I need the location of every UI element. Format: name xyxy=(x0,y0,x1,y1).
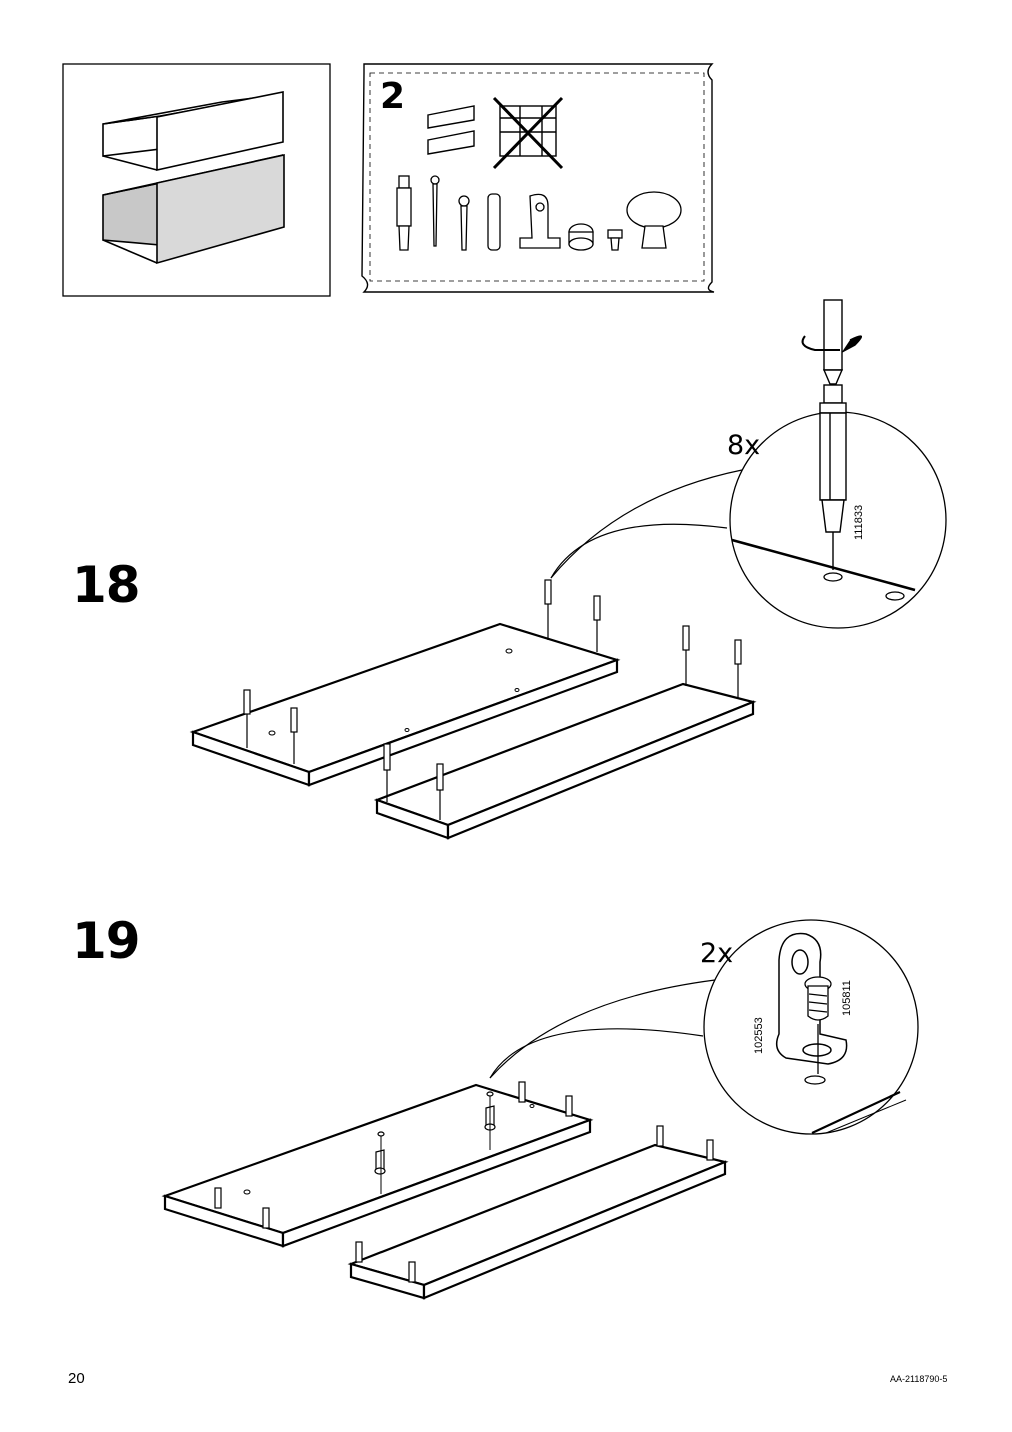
page-number: 20 xyxy=(68,1370,85,1387)
part-number-label: 102553 xyxy=(753,1017,765,1054)
people-count: 2 xyxy=(380,76,405,117)
drawer-icon xyxy=(102,91,284,171)
no-ladder-icon xyxy=(492,96,564,170)
quantity-label: 2x xyxy=(700,938,734,969)
part-number-label: 105811 xyxy=(841,980,853,1016)
step-number: 18 xyxy=(72,556,141,614)
step-number: 19 xyxy=(72,912,141,970)
quantity-label: 8x xyxy=(727,430,761,461)
document-id: AA-2118790-5 xyxy=(890,1374,948,1384)
